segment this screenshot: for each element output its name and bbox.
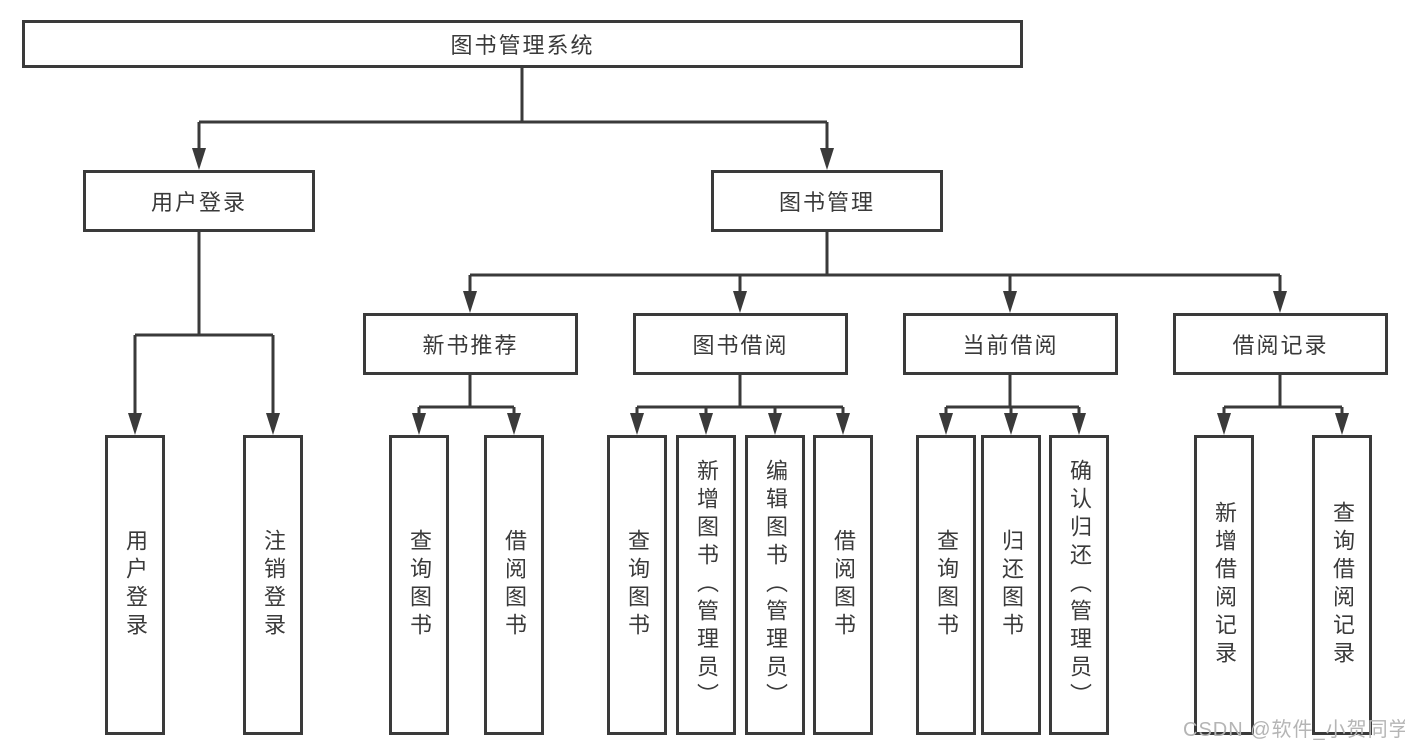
arrowhead bbox=[768, 413, 782, 435]
leaf-label: 新增借阅记录 bbox=[1212, 501, 1237, 669]
leaf-borrow-books: 借阅图书 bbox=[813, 435, 873, 735]
leaf-query-books-recommend: 查询图书 bbox=[389, 435, 449, 735]
arrowhead bbox=[1335, 413, 1349, 435]
leaf-query-books-borrow: 查询图书 bbox=[607, 435, 667, 735]
node-book-management: 图书管理 bbox=[711, 170, 943, 232]
arrowhead bbox=[733, 291, 747, 313]
node-label: 新书推荐 bbox=[422, 333, 519, 358]
node-label: 图书借阅 bbox=[692, 333, 789, 358]
node-user-login: 用户登录 bbox=[83, 170, 315, 232]
connector-current-borrow-to-leaves bbox=[939, 375, 1086, 435]
node-label: 图书管理系统 bbox=[450, 33, 595, 58]
leaf-add-book-admin: 新增图书（管理员） bbox=[676, 435, 736, 735]
leaf-user-login: 用户登录 bbox=[105, 435, 165, 735]
arrowhead bbox=[1004, 413, 1018, 435]
leaf-label: 查询借阅记录 bbox=[1330, 501, 1355, 669]
node-root-system: 图书管理系统 bbox=[22, 20, 1023, 68]
node-current-borrow: 当前借阅 bbox=[903, 313, 1118, 375]
leaf-query-borrow-record: 查询借阅记录 bbox=[1312, 435, 1372, 735]
leaf-label: 查询图书 bbox=[407, 529, 432, 641]
arrowhead bbox=[507, 413, 521, 435]
arrowhead bbox=[630, 413, 644, 435]
leaf-borrow-books-recommend: 借阅图书 bbox=[484, 435, 544, 735]
connector-borrow-record-to-leaves bbox=[1217, 375, 1349, 435]
arrowhead bbox=[836, 413, 850, 435]
connector-new-book-recommend-to-leaves bbox=[412, 375, 521, 435]
node-label: 当前借阅 bbox=[962, 333, 1059, 358]
arrowhead bbox=[1273, 291, 1287, 313]
leaf-add-borrow-record: 新增借阅记录 bbox=[1194, 435, 1254, 735]
connector-book-borrow-to-leaves bbox=[630, 375, 850, 435]
leaf-label: 借阅图书 bbox=[502, 529, 527, 641]
arrowhead bbox=[412, 413, 426, 435]
leaf-label: 查询图书 bbox=[625, 529, 650, 641]
node-borrow-record: 借阅记录 bbox=[1173, 313, 1388, 375]
csdn-watermark: CSDN @软件_小贺同学 bbox=[1183, 719, 1405, 741]
arrowhead bbox=[266, 413, 280, 435]
arrowhead bbox=[699, 413, 713, 435]
node-new-book-recommend: 新书推荐 bbox=[363, 313, 578, 375]
leaf-label: 归还图书 bbox=[999, 529, 1024, 641]
leaf-edit-book-admin: 编辑图书（管理员） bbox=[745, 435, 805, 735]
node-label: 图书管理 bbox=[778, 190, 875, 215]
arrowhead bbox=[128, 413, 142, 435]
leaf-label: 注销登录 bbox=[261, 529, 286, 641]
node-label: 借阅记录 bbox=[1232, 333, 1329, 358]
node-book-borrow: 图书借阅 bbox=[633, 313, 848, 375]
arrowhead bbox=[1072, 413, 1086, 435]
leaf-confirm-return-admin: 确认归还（管理员） bbox=[1049, 435, 1109, 735]
leaf-label: 查询图书 bbox=[934, 529, 959, 641]
arrowhead bbox=[192, 148, 206, 170]
leaf-label: 借阅图书 bbox=[831, 529, 856, 641]
arrowhead bbox=[1003, 291, 1017, 313]
leaf-label: 确认归还（管理员） bbox=[1067, 459, 1092, 711]
leaf-logout: 注销登录 bbox=[243, 435, 303, 735]
leaf-query-books-current: 查询图书 bbox=[916, 435, 976, 735]
leaf-label: 用户登录 bbox=[123, 529, 148, 641]
node-label: 用户登录 bbox=[150, 190, 247, 215]
connector-book-management-to-level3 bbox=[463, 232, 1287, 313]
arrowhead bbox=[820, 148, 834, 170]
leaf-return-book: 归还图书 bbox=[981, 435, 1041, 735]
connector-user-login-to-leaves bbox=[128, 232, 280, 435]
arrowhead bbox=[1217, 413, 1231, 435]
leaf-label: 新增图书（管理员） bbox=[694, 459, 719, 711]
arrowhead bbox=[463, 291, 477, 313]
arrowhead bbox=[939, 413, 953, 435]
connector-root-to-level2 bbox=[192, 68, 834, 170]
leaf-label: 编辑图书（管理员） bbox=[763, 459, 788, 711]
